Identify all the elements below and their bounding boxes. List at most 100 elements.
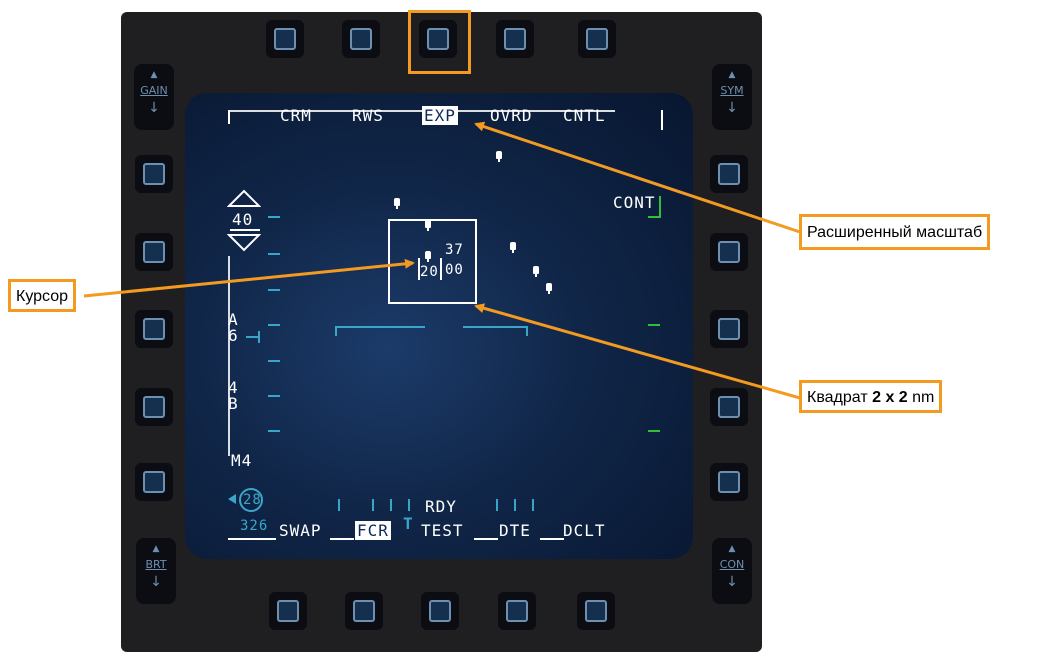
- menu-swap[interactable]: SWAP: [279, 521, 322, 540]
- menu-crm[interactable]: CRM: [280, 106, 312, 125]
- radar-contact[interactable]: [546, 283, 552, 294]
- sym-label: SYM: [720, 84, 744, 97]
- horizon-line-right: [463, 326, 528, 328]
- bottom-underline-3: [474, 538, 498, 540]
- range-value-underline: [230, 229, 260, 231]
- menu-ovrd[interactable]: OVRD: [490, 106, 533, 125]
- osb-top-1[interactable]: [266, 20, 304, 58]
- az-tick-1: [338, 499, 340, 511]
- arrow-square: [474, 303, 801, 400]
- tms-marker: T: [403, 514, 414, 533]
- bottom-underline-1: [228, 538, 276, 540]
- arrow-up-icon: ▲: [728, 70, 736, 80]
- callout-square-suffix: nm: [907, 389, 935, 406]
- range-tick-1: [268, 216, 280, 218]
- osb-bottom-3[interactable]: [421, 592, 459, 630]
- green-tick-1: [648, 216, 660, 218]
- arrow-cursor: [83, 258, 415, 298]
- osb-right-3[interactable]: [710, 310, 748, 348]
- range-down-arrow-icon[interactable]: [227, 233, 261, 253]
- osb-bottom-1[interactable]: [269, 592, 307, 630]
- bottom-underline-2: [330, 538, 354, 540]
- callout-expanded-scale: Расширенный масштаб: [799, 214, 991, 250]
- callout-square-prefix: Квадрат: [807, 389, 873, 406]
- arrow-down-icon: ↓: [150, 574, 162, 590]
- osb-top-3-exp[interactable]: [419, 20, 457, 58]
- bar-value[interactable]: 4: [228, 378, 239, 397]
- osb-bottom-2[interactable]: [345, 592, 383, 630]
- arrow-down-icon: ↓: [148, 100, 160, 116]
- menu-dte[interactable]: DTE: [499, 521, 531, 540]
- menu-rws[interactable]: RWS: [352, 106, 384, 125]
- arrow-expanded-scale: [474, 121, 801, 234]
- brt-rocker[interactable]: ▲ BRT ↓: [136, 538, 176, 604]
- menu-fcr-selected[interactable]: FCR: [355, 521, 391, 540]
- menu-exp-selected[interactable]: EXP: [422, 106, 458, 125]
- cursor-left-bar: [418, 258, 420, 280]
- arrow-up-icon: ▲: [152, 544, 160, 554]
- green-tick-3: [648, 430, 660, 432]
- radar-contact-in-cursor[interactable]: [425, 251, 431, 262]
- osb-right-1[interactable]: [710, 155, 748, 193]
- exp-button-highlight: [408, 10, 471, 74]
- range-tick-3: [268, 289, 280, 291]
- range-value: 40: [232, 210, 254, 229]
- horizon-right-tick: [526, 326, 528, 336]
- callout-cursor: Курсор: [8, 279, 77, 312]
- status-rdy: RDY: [425, 497, 457, 516]
- cursor-right-bar: [440, 258, 442, 280]
- range-tick-5: [268, 360, 280, 362]
- bar-label[interactable]: B: [228, 394, 239, 413]
- osb-left-2[interactable]: [135, 233, 173, 271]
- gain-label: GAIN: [140, 84, 168, 97]
- azimuth-marker: [246, 336, 260, 338]
- con-label: CON: [719, 558, 745, 571]
- az-tick-3: [390, 499, 392, 511]
- radar-contact[interactable]: [510, 242, 516, 253]
- heading-circle-icon: [228, 488, 263, 512]
- radar-contact[interactable]: [533, 266, 539, 277]
- azimuth-marker-bar: [258, 331, 260, 343]
- cursor-altitude-high: 37: [445, 242, 464, 258]
- osb-top-5[interactable]: [578, 20, 616, 58]
- osb-top-4[interactable]: [496, 20, 534, 58]
- expanded-scale-square: [388, 219, 477, 304]
- osb-left-3[interactable]: [135, 310, 173, 348]
- brt-label: BRT: [145, 558, 167, 571]
- radar-contact[interactable]: [394, 198, 400, 209]
- arrow-down-icon: ↓: [726, 100, 738, 116]
- az-tick-4: [408, 499, 410, 511]
- azimuth-label[interactable]: A: [228, 310, 239, 329]
- osb-left-5[interactable]: [135, 463, 173, 501]
- frame-right-top-tick: [661, 110, 663, 130]
- osb-left-4[interactable]: [135, 388, 173, 426]
- menu-cntl[interactable]: CNTL: [563, 106, 606, 125]
- cont-label[interactable]: CONT: [613, 193, 656, 212]
- right-scale-line: [659, 196, 661, 218]
- arrow-up-icon: ▲: [728, 544, 736, 554]
- green-tick-2: [648, 324, 660, 326]
- osb-right-5[interactable]: [710, 463, 748, 501]
- osb-right-4[interactable]: [710, 388, 748, 426]
- menu-dclt[interactable]: DCLT: [563, 521, 606, 540]
- osb-top-2[interactable]: [342, 20, 380, 58]
- range-tick-6: [268, 395, 280, 397]
- radar-contact[interactable]: [425, 220, 431, 231]
- az-tick-6: [514, 499, 516, 511]
- osb-right-2[interactable]: [710, 233, 748, 271]
- range-up-arrow-icon[interactable]: [227, 188, 261, 208]
- osb-left-1[interactable]: [135, 155, 173, 193]
- gain-rocker[interactable]: ▲ GAIN ↓: [134, 64, 174, 130]
- az-tick-7: [532, 499, 534, 511]
- osb-bottom-4[interactable]: [498, 592, 536, 630]
- horizon-line-left: [335, 326, 425, 328]
- osb-bottom-5[interactable]: [577, 592, 615, 630]
- master-mode: M4: [231, 451, 253, 470]
- sym-rocker[interactable]: ▲ SYM ↓: [712, 64, 752, 130]
- menu-test[interactable]: TEST: [421, 521, 464, 540]
- left-scale-line: [228, 256, 230, 456]
- azimuth-value[interactable]: 6: [228, 326, 239, 345]
- radar-contact[interactable]: [496, 151, 502, 162]
- con-rocker[interactable]: ▲ CON ↓: [712, 538, 752, 604]
